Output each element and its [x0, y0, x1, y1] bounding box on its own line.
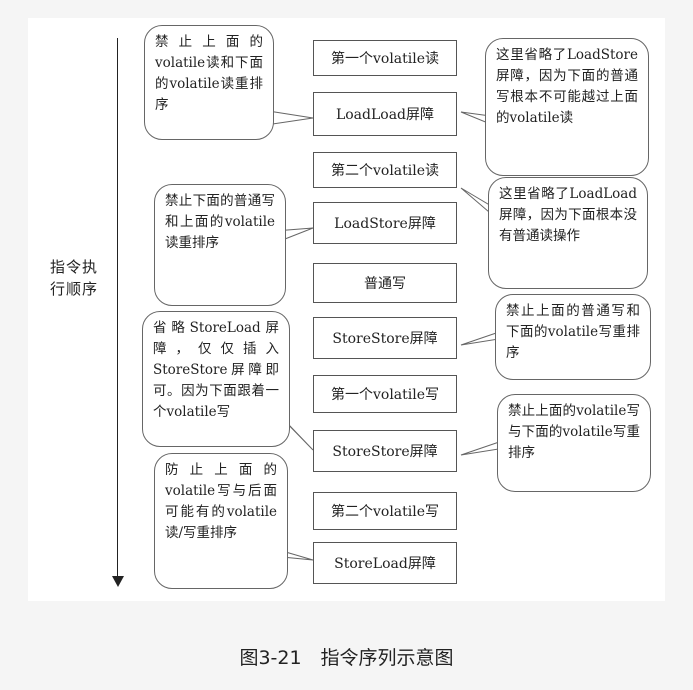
note-left: 禁止下面的普通写和上面的volatile读重排序 [154, 184, 286, 306]
barrier-box: StoreLoad屏障 [313, 542, 457, 584]
instruction-box: 第二个volatile写 [313, 492, 457, 530]
figure-caption: 图3-21 指令序列示意图 [239, 647, 454, 669]
barrier-box: StoreStore屏障 [313, 430, 457, 472]
note-left: 省略StoreLoad屏障，仅仅插入StoreStore屏障即可。因为下面跟着一… [142, 311, 290, 447]
barrier-box: LoadStore屏障 [313, 202, 457, 244]
execution-order-axis [117, 38, 118, 578]
instruction-box: 第一个volatile读 [313, 40, 457, 76]
barrier-box: LoadLoad屏障 [313, 92, 457, 136]
barrier-box: StoreStore屏障 [313, 317, 457, 359]
instruction-box: 第二个volatile读 [313, 152, 457, 188]
note-right: 禁止上面的volatile写与下面的volatile写重排序 [497, 394, 651, 492]
note-right: 这里省略了LoadStore屏障，因为下面的普通写根本不可能越过上面的volat… [485, 38, 649, 176]
axis-label: 指令执行顺序 [50, 258, 99, 298]
instruction-box: 普通写 [313, 263, 457, 303]
instruction-box: 第一个volatile写 [313, 375, 457, 413]
note-left: 防止上面的volatile写与后面可能有的volatile读/写重排序 [154, 453, 288, 589]
note-left: 禁止上面的volatile读和下面的volatile读重排序 [144, 25, 274, 140]
note-right: 禁止上面的普通写和下面的volatile写重排序 [495, 294, 651, 380]
arrow-down-icon [112, 576, 124, 587]
note-right: 这里省略了LoadLoad屏障，因为下面根本没有普通读操作 [488, 177, 648, 289]
